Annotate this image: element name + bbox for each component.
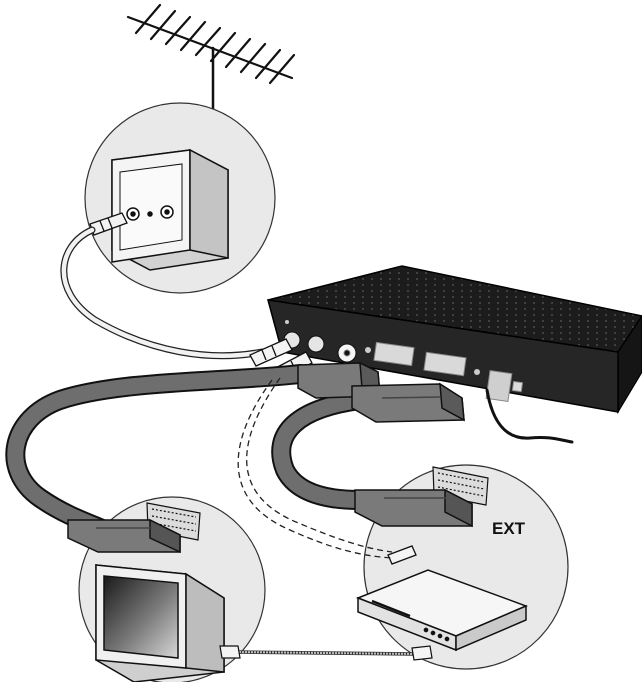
wall-socket-panel	[84, 102, 276, 294]
rf-plug-icon	[387, 545, 417, 565]
scart-cable-tv	[5, 364, 310, 538]
ext-label: EXT	[492, 519, 526, 538]
tv-panel	[78, 496, 266, 682]
rf-plug-icon	[219, 645, 433, 661]
rf-cable-dashed	[237, 377, 393, 559]
rf-plug-icon	[249, 338, 293, 367]
scart-plug-icon	[351, 382, 465, 423]
scart-plug-icon	[67, 518, 181, 554]
video-recorder-icon	[355, 569, 529, 652]
set-top-box-icon	[266, 265, 642, 444]
scart-plug-icon	[354, 488, 473, 528]
aerial-cable	[60, 226, 266, 360]
television-icon	[95, 564, 225, 682]
wall-socket-icon	[111, 148, 229, 271]
scart-cable-vcr	[271, 390, 370, 510]
rf-cable-tv-vcr	[219, 645, 433, 661]
